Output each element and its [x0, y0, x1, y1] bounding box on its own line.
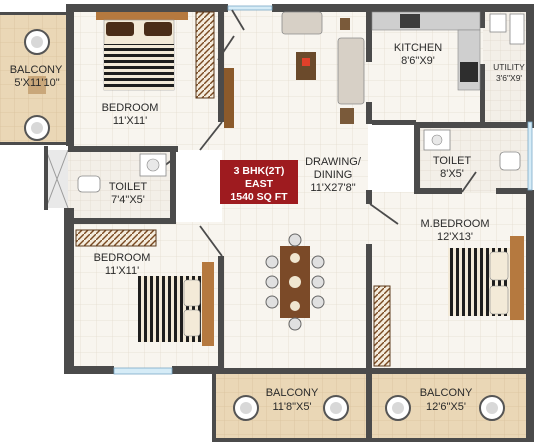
bedroom-top-wardrobe	[195, 11, 215, 99]
toilet-left-name: TOILET	[109, 181, 148, 193]
kitchen-counters	[371, 11, 481, 91]
balcony-right-name: BALCONY	[420, 387, 473, 399]
toilet-right-fixtures	[423, 129, 521, 171]
walls	[0, 4, 534, 442]
bedroom-bottom-bed	[138, 262, 214, 346]
toilet-left-dims: 7'4"X5'	[111, 194, 145, 206]
balcony-left-name: BALCONY	[10, 64, 63, 76]
drawing-name: DRAWING/	[305, 156, 362, 168]
bedroom-top-name: BEDROOM	[102, 102, 159, 114]
summary-badge: 3 BHK(2T) EAST 1540 SQ FT	[220, 160, 298, 204]
balcony-right-dims: 12'6"X5'	[426, 401, 466, 413]
sofa-set	[281, 11, 365, 124]
bedroom-top-bed	[96, 12, 188, 91]
summary-line-1: 3 BHK(2T)	[234, 165, 285, 177]
toilet-right-name: TOILET	[433, 155, 472, 167]
summary-line-2: EAST	[245, 178, 274, 190]
room-labels: BALCONY 5'X11'10" BEDROOM 11'X11' KITCHE…	[10, 42, 525, 413]
master-bedroom-wardrobe	[373, 285, 391, 367]
master-bedroom-dims: 12'X13'	[437, 231, 473, 243]
bedroom-bottom-name: BEDROOM	[94, 252, 151, 264]
utility-dims: 3'6"X9'	[496, 73, 522, 83]
balcony-mid-chairs	[233, 395, 349, 421]
master-bedroom-bed	[448, 236, 524, 320]
drawing-name-2: DINING	[314, 169, 353, 181]
master-bedroom-name: M.BEDROOM	[420, 218, 489, 230]
drawing-dims: 11'X27'8"	[310, 182, 355, 194]
windows	[113, 5, 533, 375]
balcony-left-dims: 5'X11'10"	[14, 77, 59, 89]
summary-line-3: 1540 SQ FT	[230, 191, 288, 203]
bedroom-bottom-dims: 11'X11'	[105, 265, 139, 277]
toilet-left-fixtures	[77, 153, 167, 193]
balcony-mid-name: BALCONY	[266, 387, 319, 399]
kitchen-dims: 8'6"X9'	[401, 55, 435, 67]
balcony-right-chairs	[385, 395, 505, 421]
utility-name: UTILITY	[493, 62, 525, 72]
utility-fixtures	[489, 13, 525, 45]
kitchen-name: KITCHEN	[394, 42, 442, 54]
toilet-right-dims: 8'X5'	[440, 168, 464, 180]
dining-table	[265, 233, 325, 331]
bedroom-top-dims: 11'X11'	[113, 115, 147, 127]
bedroom-top-desk	[224, 68, 234, 128]
balcony-left-chairs	[24, 29, 50, 141]
bedroom-bottom-wardrobe	[75, 229, 157, 247]
balcony-mid-dims: 11'8"X5'	[272, 401, 311, 413]
summary-badge-bg	[220, 160, 298, 204]
